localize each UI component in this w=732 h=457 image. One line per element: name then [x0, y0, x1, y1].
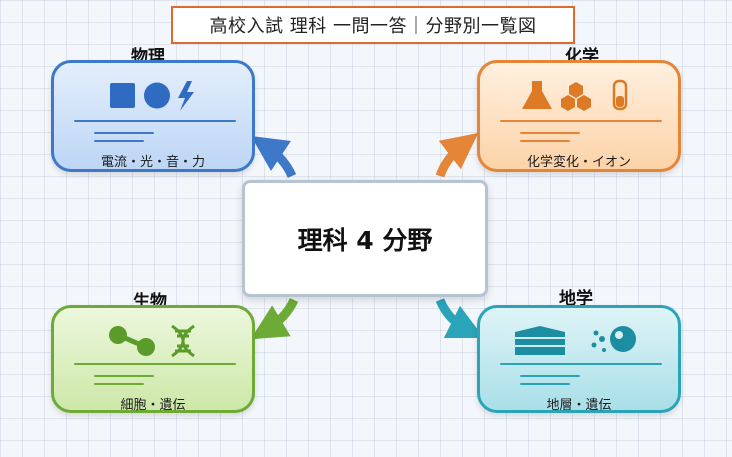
chemistry-topics: 化学変化・イオン: [526, 155, 631, 170]
circle-icon: [144, 82, 170, 109]
arrow-to-physics: [251, 136, 297, 178]
molecule-icon: [109, 326, 155, 356]
physics-card: 電流・光・音・力: [51, 60, 255, 172]
square-icon: [110, 83, 135, 108]
lightning-icon: [178, 81, 194, 111]
chemistry-icons: [522, 79, 628, 111]
test-tube-icon: [612, 79, 628, 111]
flask-icon: [522, 81, 552, 109]
hexagon-icon: [561, 82, 591, 111]
strata-icon: [515, 326, 565, 355]
arrow-to-chemistry: [435, 132, 479, 178]
earth-label: 地学: [559, 289, 593, 309]
diagram-title: 高校入試 理科 一問一答｜分野別一覧図: [171, 6, 575, 44]
biology-topics: 細胞・遺伝: [120, 398, 186, 413]
chemistry-card: 化学変化・イオン: [477, 60, 681, 172]
earth-card: 地層・遺伝: [477, 305, 681, 413]
arrow-to-biology: [250, 298, 299, 340]
center-node: 理科 4 分野: [242, 180, 488, 297]
physics-topics: 電流・光・音・力: [100, 155, 205, 170]
physics-icons: [110, 81, 194, 111]
biology-icons: [109, 324, 195, 358]
earth-icons: [515, 326, 636, 355]
dna-icon: [171, 324, 195, 358]
planet-icon: [591, 326, 636, 352]
biology-card: 細胞・遺伝: [51, 305, 255, 413]
arrow-to-earth: [435, 298, 485, 339]
earth-topics: 地層・遺伝: [546, 398, 612, 413]
